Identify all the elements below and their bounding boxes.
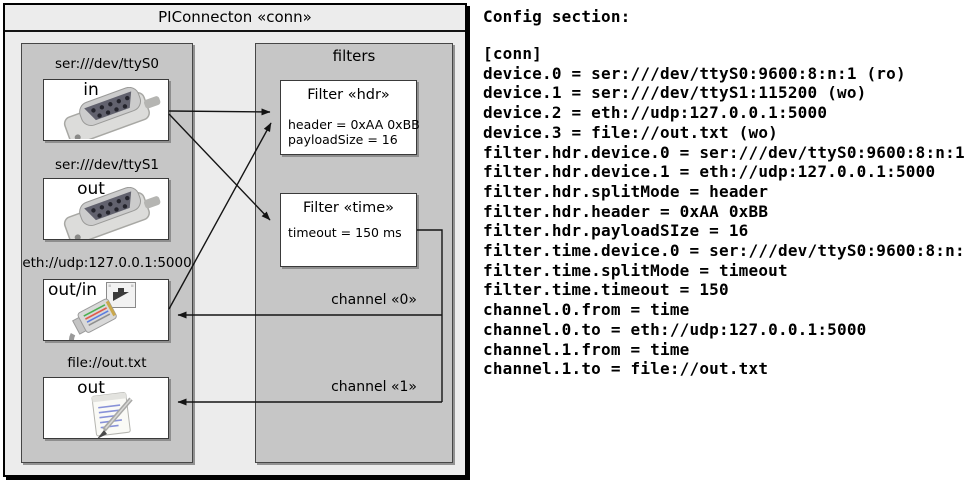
device-mode-label: out — [77, 179, 105, 199]
serial-connector-icon — [63, 87, 161, 139]
filter-hdr-prop-payloadsize: payloadSize = 16 — [288, 132, 398, 147]
device-url-ttys0: ser:///dev/ttyS0 — [55, 56, 159, 72]
filters-title: filters — [332, 47, 376, 65]
device-box-eth: out/in — [43, 279, 169, 341]
filter-hdr-title: Filter «hdr» — [307, 87, 390, 103]
device-url-eth: eth://udp:127.0.0.1:5000 — [22, 255, 192, 271]
device-box-ttys1: out — [43, 178, 169, 240]
device-url-file: file://out.txt — [67, 355, 147, 371]
config-text: [conn] device.0 = ser:///dev/ttyS0:9600:… — [483, 44, 964, 379]
filter-hdr-box: Filter «hdr» header = 0xAA 0xBB payloadS… — [280, 80, 420, 155]
diagram-title: PIConnecton «conn» — [158, 8, 312, 26]
device-mode-label: out/in — [48, 280, 98, 300]
device-mode-label: out — [77, 378, 105, 398]
ethernet-port-icon — [106, 282, 136, 308]
filter-hdr-prop-header: header = 0xAA 0xBB — [288, 117, 420, 132]
filter-time-props: timeout = 150 ms — [288, 225, 402, 240]
device-box-file: out — [43, 377, 169, 439]
filter-time-prop-timeout: timeout = 150 ms — [288, 225, 402, 240]
filter-hdr-props: header = 0xAA 0xBB payloadSize = 16 — [288, 117, 420, 147]
title-separator — [5, 30, 465, 32]
device-url-ttys1: ser:///dev/ttyS1 — [55, 157, 159, 173]
device-mode-label: in — [83, 80, 99, 100]
serial-connector-icon — [63, 187, 161, 239]
notepad-icon — [91, 392, 133, 438]
ethernet-connector-icon — [68, 298, 117, 340]
filter-time-box: Filter «time» timeout = 150 ms — [280, 193, 417, 267]
device-box-ttys0: in — [43, 79, 169, 141]
connection-diagram: PIConnecton «conn» filters ser:///dev/tt… — [0, 0, 480, 484]
channel-0-label: channel «0» — [331, 292, 417, 308]
filter-time-title: Filter «time» — [302, 200, 395, 216]
channel-1-label: channel «1» — [331, 379, 417, 395]
config-heading: Config section: — [483, 7, 631, 26]
